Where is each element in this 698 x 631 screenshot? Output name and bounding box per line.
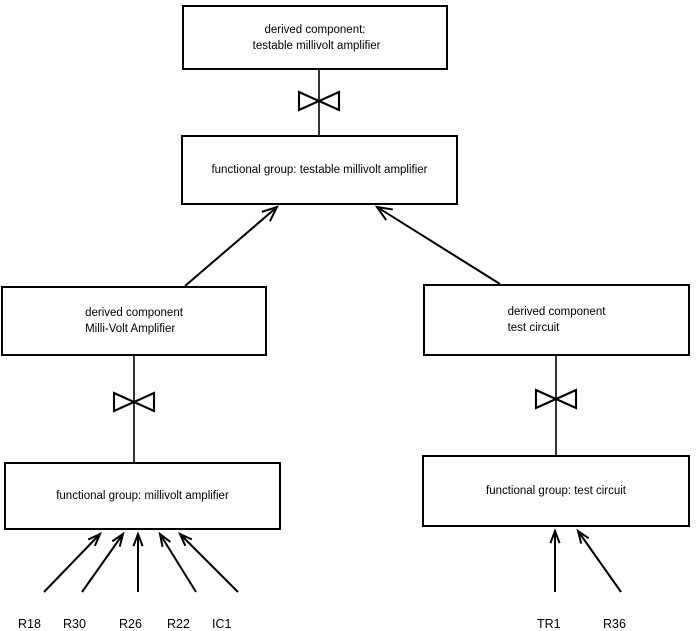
leaf-arrowhead-open xyxy=(549,528,561,544)
node-derived-testable-mv-amp[interactable]: derived component: testable millivolt am… xyxy=(182,5,448,70)
leaf-arrowhead-open xyxy=(177,531,193,547)
leaf-label-r36: R36 xyxy=(603,617,626,631)
bowtie-right-triangle xyxy=(131,391,156,413)
connector-conn-derived-to-fg-top xyxy=(297,70,341,135)
leaf-label-r30: R30 xyxy=(63,617,86,631)
leaf-arrowhead-open xyxy=(87,531,102,547)
bowtie-left-triangle xyxy=(112,391,137,413)
connector-conn-derived-mv-to-fg-mv xyxy=(112,356,156,462)
node-fg-testable-mv-amp[interactable]: functional group: testable millivolt amp… xyxy=(181,135,458,205)
leaf-arrowhead-open xyxy=(111,531,125,547)
leaf-arrow-leaf-R22 xyxy=(158,531,197,593)
leaf-arrow-leaf-TR1 xyxy=(549,528,561,592)
connector-conn-derived-tc-to-fg-tc xyxy=(534,356,578,455)
connector-arrow-mv-amp-to-fg-testable xyxy=(184,205,279,287)
arrowhead-open xyxy=(261,205,279,222)
bowtie-left-triangle xyxy=(297,90,322,112)
leaf-arrow-leaf-R30 xyxy=(81,531,125,593)
leaf-arrowhead-open xyxy=(158,531,171,547)
leaf-arrowhead-open xyxy=(576,528,590,544)
leaf-arrow-leaf-R18 xyxy=(43,531,102,593)
node-fg-test-circuit[interactable]: functional group: test circuit xyxy=(422,455,690,527)
leaf-arrow-line xyxy=(81,533,124,593)
leaf-label-r22: R22 xyxy=(167,617,190,631)
node-label-fg-testable-mv-amp: functional group: testable millivolt amp… xyxy=(211,164,428,176)
node-fg-mv-amp[interactable]: functional group: millivolt amplifier xyxy=(4,462,281,530)
node-label-derived-test-circuit: derived component test circuit xyxy=(507,306,606,334)
leaf-label-r18: R18 xyxy=(18,617,41,631)
leaf-arrow-line xyxy=(179,533,239,593)
node-label-derived-testable-mv-amp: derived component: testable millivolt am… xyxy=(252,23,381,52)
leaf-arrow-line xyxy=(577,530,622,593)
leaf-arrow-leaf-R26 xyxy=(132,531,144,592)
bowtie-right-triangle xyxy=(553,388,578,410)
arrowhead-open xyxy=(374,205,393,221)
node-derived-test-circuit[interactable]: derived component test circuit xyxy=(423,284,690,356)
connector-line xyxy=(376,206,501,285)
bowtie-right-triangle xyxy=(316,90,341,112)
connector-line xyxy=(184,206,278,287)
leaf-label-ic1: IC1 xyxy=(212,617,232,631)
leaf-arrow-line xyxy=(43,533,101,593)
leaf-label-tr1: TR1 xyxy=(537,617,561,631)
leaf-arrowhead-open xyxy=(132,531,144,547)
node-derived-mv-amp[interactable]: derived component Milli-Volt Amplifier xyxy=(1,286,267,356)
leaf-label-r26: R26 xyxy=(119,617,142,631)
node-label-derived-mv-amp: derived component Milli-Volt Amplifier xyxy=(85,307,183,335)
leaf-arrow-leaf-IC1 xyxy=(177,531,239,593)
node-label-fg-test-circuit: functional group: test circuit xyxy=(486,485,626,497)
connector-arrow-test-circuit-to-fg-testable xyxy=(374,205,501,285)
node-label-fg-mv-amp: functional group: millivolt amplifier xyxy=(56,490,229,502)
bowtie-left-triangle xyxy=(534,388,559,410)
leaf-arrow-line xyxy=(159,533,197,593)
leaf-arrow-leaf-R36 xyxy=(576,528,622,593)
